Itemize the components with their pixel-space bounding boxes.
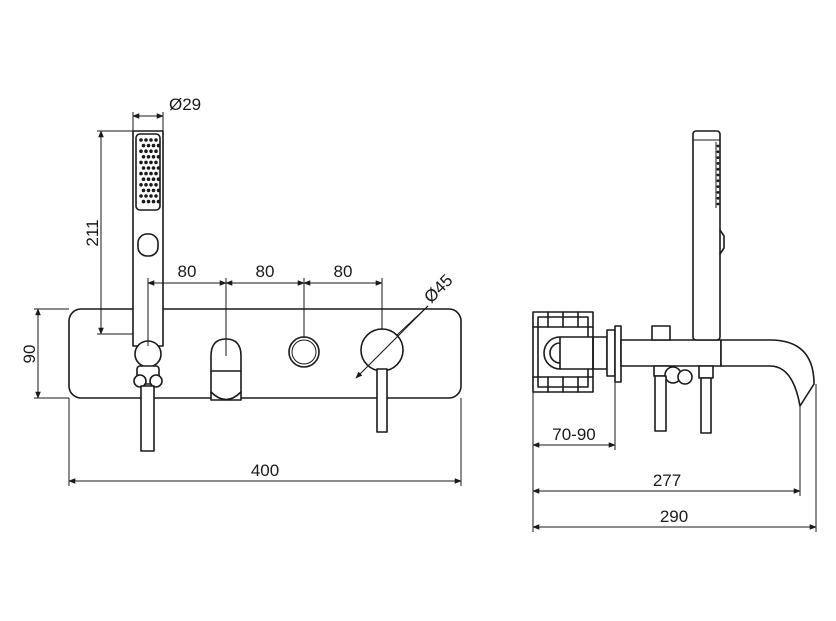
nozzle-dot bbox=[141, 188, 146, 193]
spout bbox=[210, 338, 242, 401]
nozzle-dot bbox=[139, 160, 143, 165]
nozzle-dot bbox=[151, 143, 156, 148]
dim-plate-height: 90 bbox=[20, 308, 69, 399]
nozzle-dot bbox=[154, 138, 158, 142]
dim-handshower-diameter: Ø29 bbox=[132, 95, 201, 131]
nozzle-dot bbox=[151, 199, 156, 204]
dim-plate-width: 400 bbox=[68, 398, 462, 486]
nozzle-dot bbox=[156, 188, 161, 193]
nozzle-dot bbox=[156, 143, 161, 148]
wall-plate bbox=[68, 308, 462, 399]
handle-diameter-label: Ø45 bbox=[420, 271, 456, 307]
nozzle-dot bbox=[144, 160, 148, 165]
nozzle-dot bbox=[149, 138, 153, 142]
nozzle-dot bbox=[154, 171, 158, 176]
nozzle-dot bbox=[144, 171, 148, 176]
nozzle-dot bbox=[149, 171, 153, 176]
nozzle-dot bbox=[149, 183, 153, 187]
nozzle-dot bbox=[149, 160, 153, 165]
nozzle-dot bbox=[156, 166, 161, 170]
nozzle-dot bbox=[146, 177, 151, 181]
nozzle-dot bbox=[141, 143, 146, 148]
nozzle-dot bbox=[151, 155, 156, 159]
side-nozzle-dot bbox=[716, 156, 720, 160]
side-nozzle-dot bbox=[716, 191, 720, 194]
nozzle-dot bbox=[154, 160, 158, 165]
side-nozzle-dot bbox=[716, 144, 720, 148]
nozzle-dot bbox=[146, 166, 151, 170]
nozzle-dot bbox=[139, 171, 143, 176]
side-hand-shower bbox=[692, 130, 725, 341]
nozzle-dot bbox=[144, 138, 148, 142]
side-nozzle-dot bbox=[716, 173, 720, 177]
concealed-body bbox=[532, 311, 616, 393]
diverter-button bbox=[288, 336, 320, 368]
side-mixer-body bbox=[620, 325, 722, 434]
side-nozzle-dot bbox=[716, 185, 720, 189]
spacing-2-label: 80 bbox=[256, 262, 275, 281]
side-plate bbox=[614, 325, 622, 383]
side-view: 70-90 277 290 bbox=[532, 130, 817, 532]
side-nozzle-dot bbox=[716, 167, 720, 171]
nozzle-dot bbox=[154, 194, 158, 198]
side-nozzle-dot bbox=[716, 202, 720, 206]
nozzle-dot bbox=[156, 155, 161, 159]
nozzle-dot bbox=[149, 149, 153, 153]
mixer-handle bbox=[360, 328, 404, 433]
nozzle-dot bbox=[141, 166, 146, 170]
nozzle-dot bbox=[141, 177, 146, 181]
side-spout bbox=[720, 339, 815, 407]
depth-to-spout-label: 277 bbox=[653, 471, 681, 490]
handshower-height-label: 211 bbox=[83, 219, 102, 246]
nozzle-dot bbox=[141, 199, 146, 204]
nozzle-dot bbox=[139, 194, 143, 198]
nozzle-dot bbox=[139, 183, 143, 187]
shower-nozzles bbox=[139, 138, 161, 204]
nozzle-dot bbox=[144, 183, 148, 187]
nozzle-dot bbox=[146, 188, 151, 193]
nozzle-dot bbox=[139, 138, 143, 142]
dim-spacings: 80 80 80 bbox=[147, 262, 383, 356]
nozzle-dot bbox=[139, 149, 143, 153]
total-depth-label: 290 bbox=[660, 507, 688, 526]
thread bbox=[592, 336, 608, 370]
front-view: Ø29 211 80 80 80 Ø45 bbox=[20, 95, 462, 486]
nozzle-dot bbox=[144, 149, 148, 153]
side-nozzle-dot bbox=[716, 162, 720, 165]
nozzle-dot bbox=[154, 183, 158, 187]
dim-depth-to-spout: 277 bbox=[532, 406, 801, 496]
plate-height-label: 90 bbox=[20, 345, 39, 364]
hand-shower bbox=[132, 130, 164, 452]
dim-handshower-height: 211 bbox=[83, 130, 133, 335]
side-nozzle-dot bbox=[716, 150, 720, 154]
nozzle-dot bbox=[146, 199, 151, 204]
nozzle-dot bbox=[146, 155, 151, 159]
spacing-1-label: 80 bbox=[178, 262, 197, 281]
nozzle-dot bbox=[144, 194, 148, 198]
wall-depth-label: 70-90 bbox=[552, 425, 595, 444]
nozzle-dot bbox=[141, 155, 146, 159]
side-nozzle-dot bbox=[716, 196, 720, 200]
nozzle-dot bbox=[146, 143, 151, 148]
handshower-diameter-label: Ø29 bbox=[169, 95, 201, 114]
side-nozzle-dot bbox=[716, 179, 720, 183]
plate-width-label: 400 bbox=[251, 461, 279, 480]
nozzle-dot bbox=[151, 166, 156, 170]
dim-wall-depth: 70-90 bbox=[532, 382, 616, 450]
dim-total-depth: 290 bbox=[532, 384, 817, 532]
nozzle-dot bbox=[149, 194, 153, 198]
nozzle-dot bbox=[156, 199, 161, 204]
nozzle-dot bbox=[151, 188, 156, 193]
nozzle-dot bbox=[154, 149, 158, 153]
nozzle-dot bbox=[151, 177, 156, 181]
nozzle-dot bbox=[156, 177, 161, 181]
spacing-3-label: 80 bbox=[334, 262, 353, 281]
